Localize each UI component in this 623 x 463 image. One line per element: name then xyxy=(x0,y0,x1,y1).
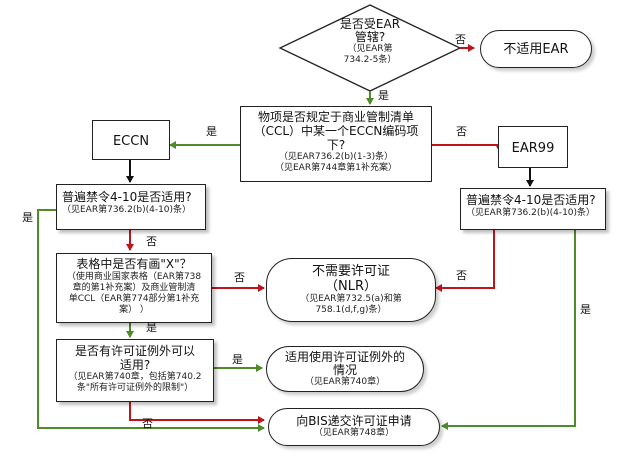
label-ear-no: 否 xyxy=(455,33,466,46)
nlr-line1: 不需要许可证 xyxy=(311,264,390,279)
exception-ok-line1: 适用使用许可证例外的 xyxy=(284,349,405,364)
not-ear-text: 不适用EAR xyxy=(503,41,569,57)
exception-q-line2: 适用? xyxy=(119,358,151,372)
label-gpleft-no: 否 xyxy=(146,235,157,248)
gp-left-line1: 普遍禁令4-10是否适用? xyxy=(62,190,192,204)
nlr-terminal: 不需要许可证 （NLR） （见EAR第732.5(a)和第 758.1(d,f,… xyxy=(266,258,436,322)
label-gpleft-yes: 是 xyxy=(22,211,33,224)
chart-x-sub3: 单CCL（EAR第774部分第1补充 xyxy=(68,294,200,304)
nlr-sub2: 758.1(d,f,g)条） xyxy=(315,305,387,315)
exception-question-box: 是否有许可证例外可以 适用? （见EAR第740章，包括第740.2 条"所有许… xyxy=(56,339,214,402)
label-gpright-no: 否 xyxy=(456,269,467,282)
label-chartx-no: 否 xyxy=(234,271,245,284)
ear-decision: 是否受EAR 管辖? （见EAR第 734.2-5条） xyxy=(300,18,440,66)
gp-right-box: 普遍禁令4-10是否适用? （见EAR第736.2(b)(4-10)条） xyxy=(460,188,606,230)
ear-decision-line2: 管辖? xyxy=(354,30,386,44)
exception-ok-sub: （见EAR第740章） xyxy=(304,376,386,387)
exception-ok-terminal: 适用使用许可证例外的 情况 （见EAR第740章） xyxy=(266,346,424,392)
ccl-line1: 物项是否规定于商业管制清单 xyxy=(257,110,414,124)
chart-x-sub4: 案） ） xyxy=(119,305,149,315)
apply-bis-terminal: 向BIS递交许可证申请 （见EAR第748章） xyxy=(268,408,440,446)
label-ccl-yes: 是 xyxy=(206,125,217,138)
ear-decision-sub1: （见EAR第 xyxy=(347,44,393,54)
arrow-exception-no xyxy=(129,402,265,424)
label-chartx-yes: 是 xyxy=(146,321,157,334)
label-ear-yes: 是 xyxy=(378,89,389,102)
ear99-box: EAR99 xyxy=(498,126,568,168)
nlr-line2: （NLR） xyxy=(324,279,377,294)
exception-q-line1: 是否有许可证例外可以 xyxy=(74,344,195,358)
nlr-sub1: （见EAR第732.5(a)和第 xyxy=(300,294,402,304)
exception-ok-line2: 情况 xyxy=(332,362,357,377)
exception-q-sub2: 条"所有许可证例外的限制"） xyxy=(76,383,194,393)
apply-bis-sub: （见EAR第748章） xyxy=(313,428,395,438)
ccl-line2: （CCL）中某一个ECCN编码项 xyxy=(253,124,419,138)
chart-x-line1: 表格中是否有画"X"？ xyxy=(76,257,192,271)
ear99-text: EAR99 xyxy=(511,141,555,156)
ccl-sub2: （见EAR第744章第1补充案） xyxy=(274,163,397,173)
chart-x-sub1: （使用商业国家表格（EAR第738 xyxy=(66,272,202,282)
ear-decision-line1: 是否受EAR xyxy=(339,17,401,31)
label-exception-no: 否 xyxy=(142,417,153,430)
chart-x-sub2: 章的第1补充案）及商业管制清 xyxy=(72,283,196,293)
arrow-ccl-no xyxy=(432,144,504,153)
ear-decision-sub2: 734.2-5条） xyxy=(343,55,397,65)
eccn-text: ECCN xyxy=(112,134,150,149)
label-gpright-yes: 是 xyxy=(580,303,591,316)
ccl-question-box: 物项是否规定于商业管制清单 （CCL）中某一个ECCN编码项 下? （见EAR7… xyxy=(240,106,432,182)
apply-bis-line1: 向BIS递交许可证申请 xyxy=(296,414,412,428)
chart-x-box: 表格中是否有画"X"？ （使用商业国家表格（EAR第738 章的第1补充案）及商… xyxy=(56,253,212,323)
label-exception-yes: 是 xyxy=(232,353,243,366)
gp-left-box: 普遍禁令4-10是否适用? （见EAR第736.2(b)(4-10)条） xyxy=(56,184,206,230)
exception-q-sub1: （见EAR第740章，包括第740.2 xyxy=(68,372,202,382)
ccl-line3: 下? xyxy=(326,138,346,152)
ccl-sub1: （见EAR736.2(b)(1-3)条） xyxy=(278,152,394,162)
arrow-gpleft-yes xyxy=(37,209,265,432)
eccn-box: ECCN xyxy=(92,120,170,160)
arrow-gpright-no xyxy=(435,230,495,292)
label-ccl-no: 否 xyxy=(456,125,467,138)
not-ear-terminal: 不适用EAR xyxy=(480,30,592,68)
gp-right-sub: （见EAR第736.2(b)(4-10)条） xyxy=(466,208,596,218)
gp-left-sub: （见EAR第736.2(b)(4-10)条） xyxy=(62,205,192,215)
arrow-gpright-yes xyxy=(441,230,576,430)
gp-right-line1: 普遍禁令4-10是否适用? xyxy=(466,193,596,207)
